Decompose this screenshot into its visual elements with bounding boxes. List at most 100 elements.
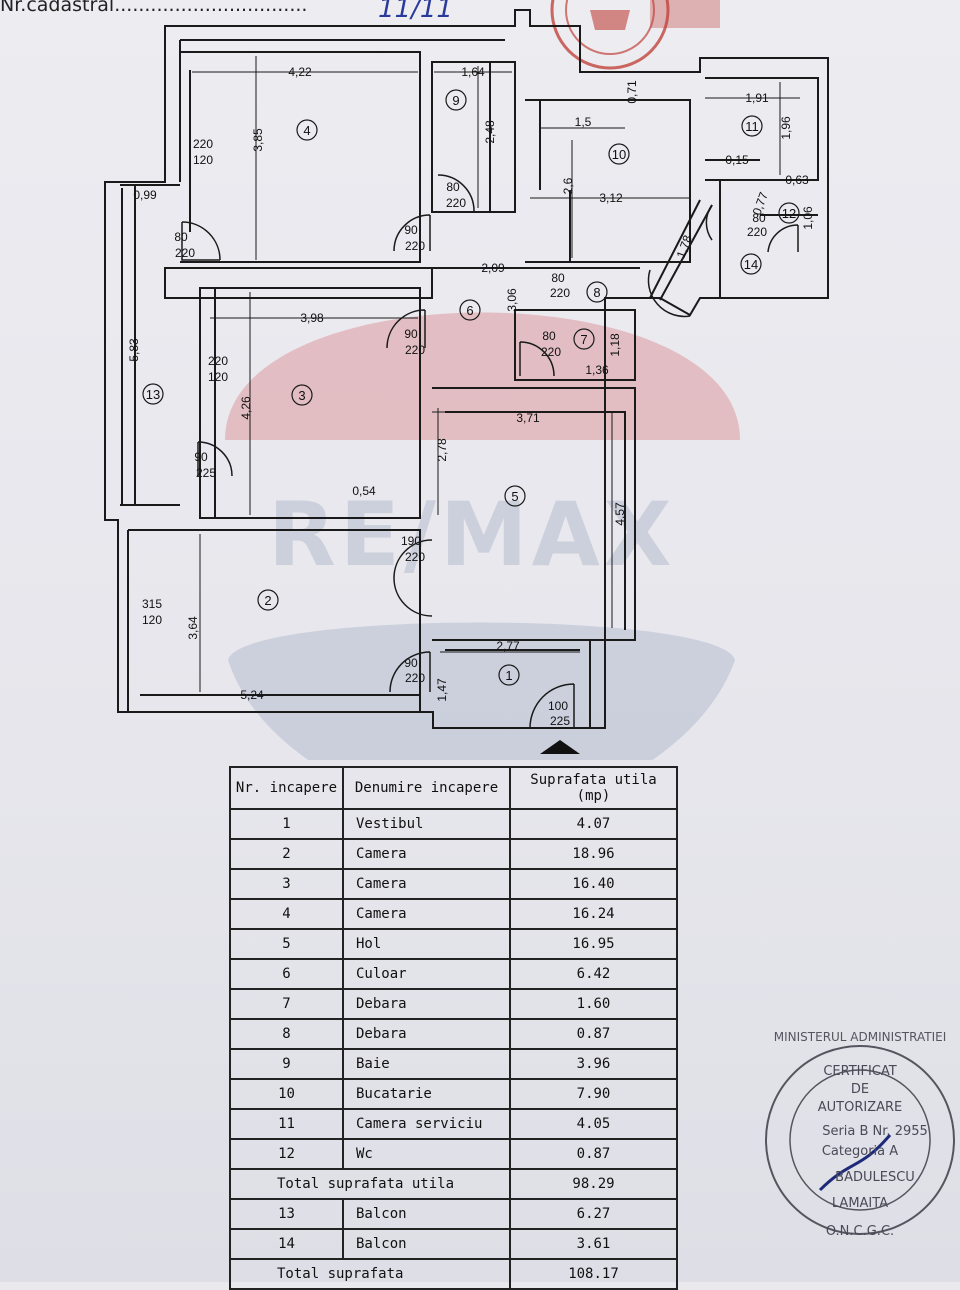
cell-name: Bucatarie xyxy=(342,1078,511,1110)
cell-nr: 14 xyxy=(229,1228,344,1260)
cell-name: Balcon xyxy=(342,1198,511,1230)
cell-nr: 7 xyxy=(229,988,344,1020)
door-label: 220 xyxy=(208,354,228,368)
stamp-line: BADULESCU xyxy=(835,1170,915,1185)
dim-label: 1,91 xyxy=(745,91,769,105)
dim-label: 3,85 xyxy=(251,128,265,152)
cell-name: Culoar xyxy=(342,958,511,990)
dim-label: 1,96 xyxy=(779,116,793,140)
room-number-14: 14 xyxy=(744,257,758,272)
cell-area: 0.87 xyxy=(509,1018,678,1050)
col-header-area: Suprafata utila (mp) xyxy=(509,766,678,810)
stamp-line: Categoria A xyxy=(821,1144,899,1159)
red-stamp xyxy=(550,0,720,70)
door-label: 220 xyxy=(747,225,767,239)
cell-area: 6.42 xyxy=(509,958,678,990)
cell-name: Camera xyxy=(342,838,511,870)
dim-label: 0,99 xyxy=(133,188,157,202)
room-number-5: 5 xyxy=(511,489,518,504)
door-label: 220 xyxy=(550,286,570,300)
room-number-1: 1 xyxy=(505,668,512,683)
dim-label: 2,6 xyxy=(561,177,575,194)
door-label: 220 xyxy=(405,550,425,564)
handwritten-mark: 11/11 xyxy=(378,0,453,24)
cell-name: Debara xyxy=(342,1018,511,1050)
cell-area: 7.90 xyxy=(509,1078,678,1110)
cell-nr: 1 xyxy=(229,808,344,840)
cell-name: Hol xyxy=(342,928,511,960)
stamp-line: DE xyxy=(850,1082,870,1097)
dim-label: 0,15 xyxy=(725,153,749,167)
cell-name: Debara xyxy=(342,988,511,1020)
total-util-value: 98.29 xyxy=(509,1168,678,1200)
cell-area: 16.95 xyxy=(509,928,678,960)
door-label: 225 xyxy=(196,466,216,480)
total-value: 108.17 xyxy=(509,1258,678,1290)
col-header-nr: Nr. incapere xyxy=(229,766,344,810)
entrance-arrow xyxy=(540,740,580,754)
cell-name: Vestibul xyxy=(342,808,511,840)
cell-nr: 4 xyxy=(229,898,344,930)
cell-nr: 10 xyxy=(229,1078,344,1110)
areas-table: Nr. incapere Denumire incapere Suprafata… xyxy=(229,766,678,1290)
cell-name: Camera xyxy=(342,898,511,930)
dim-label: 0,71 xyxy=(625,80,639,104)
cadastral-label: Nr.cadastral............................… xyxy=(0,0,308,16)
door-label: 90 xyxy=(404,223,418,237)
door-label: 220 xyxy=(541,345,561,359)
cell-area: 4.07 xyxy=(509,808,678,840)
door-label: 220 xyxy=(446,196,466,210)
cell-area: 0.87 xyxy=(509,1138,678,1170)
room-number-3: 3 xyxy=(298,388,305,403)
dim-label: 4,26 xyxy=(239,396,253,420)
authorization-stamp xyxy=(765,1045,955,1235)
cell-area: 3.61 xyxy=(509,1228,678,1260)
dim-label: 2,09 xyxy=(481,261,505,275)
dim-label: 1,36 xyxy=(585,363,609,377)
stamp-line: Seria B Nr. 2955 xyxy=(822,1124,928,1139)
cell-area: 18.96 xyxy=(509,838,678,870)
stamp-bottom-text: O.N.C.G.C. xyxy=(825,1224,895,1239)
room-number-7: 7 xyxy=(580,332,587,347)
floor-plan: RE/MAX xyxy=(104,9,829,760)
remax-balloon-watermark xyxy=(225,312,740,760)
cell-name: Camera serviciu xyxy=(342,1108,511,1140)
dim-label: 1,5 xyxy=(575,115,592,129)
door-label: 220 xyxy=(193,137,213,151)
door-label: 80 xyxy=(174,230,188,244)
cell-area: 1.60 xyxy=(509,988,678,1020)
total-label: Total suprafata xyxy=(229,1258,511,1290)
dim-label: 1,78 xyxy=(674,233,695,260)
door-label: 220 xyxy=(405,343,425,357)
cell-nr: 12 xyxy=(229,1138,344,1170)
dim-label: 2,77 xyxy=(496,639,520,653)
cell-nr: 9 xyxy=(229,1048,344,1080)
door-label: 220 xyxy=(175,246,195,260)
door-label: 100 xyxy=(548,699,568,713)
cell-name: Baie xyxy=(342,1048,511,1080)
cell-area: 16.40 xyxy=(509,868,678,900)
dim-label: 5,24 xyxy=(240,688,264,702)
dim-label: 4,57 xyxy=(613,502,627,526)
dim-label: 3,71 xyxy=(516,411,540,425)
room-number-10: 10 xyxy=(612,147,626,162)
room-number-12: 12 xyxy=(782,206,796,221)
stamp-line: CERTIFICAT xyxy=(823,1064,897,1079)
door-label: 90 xyxy=(194,450,208,464)
room-number-9: 9 xyxy=(452,93,459,108)
door-label: 220 xyxy=(405,239,425,253)
room-number-2: 2 xyxy=(264,593,271,608)
door-label: 80 xyxy=(446,180,460,194)
door-label: 190 xyxy=(401,534,421,548)
door-label: 220 xyxy=(405,671,425,685)
cell-name: Camera xyxy=(342,868,511,900)
